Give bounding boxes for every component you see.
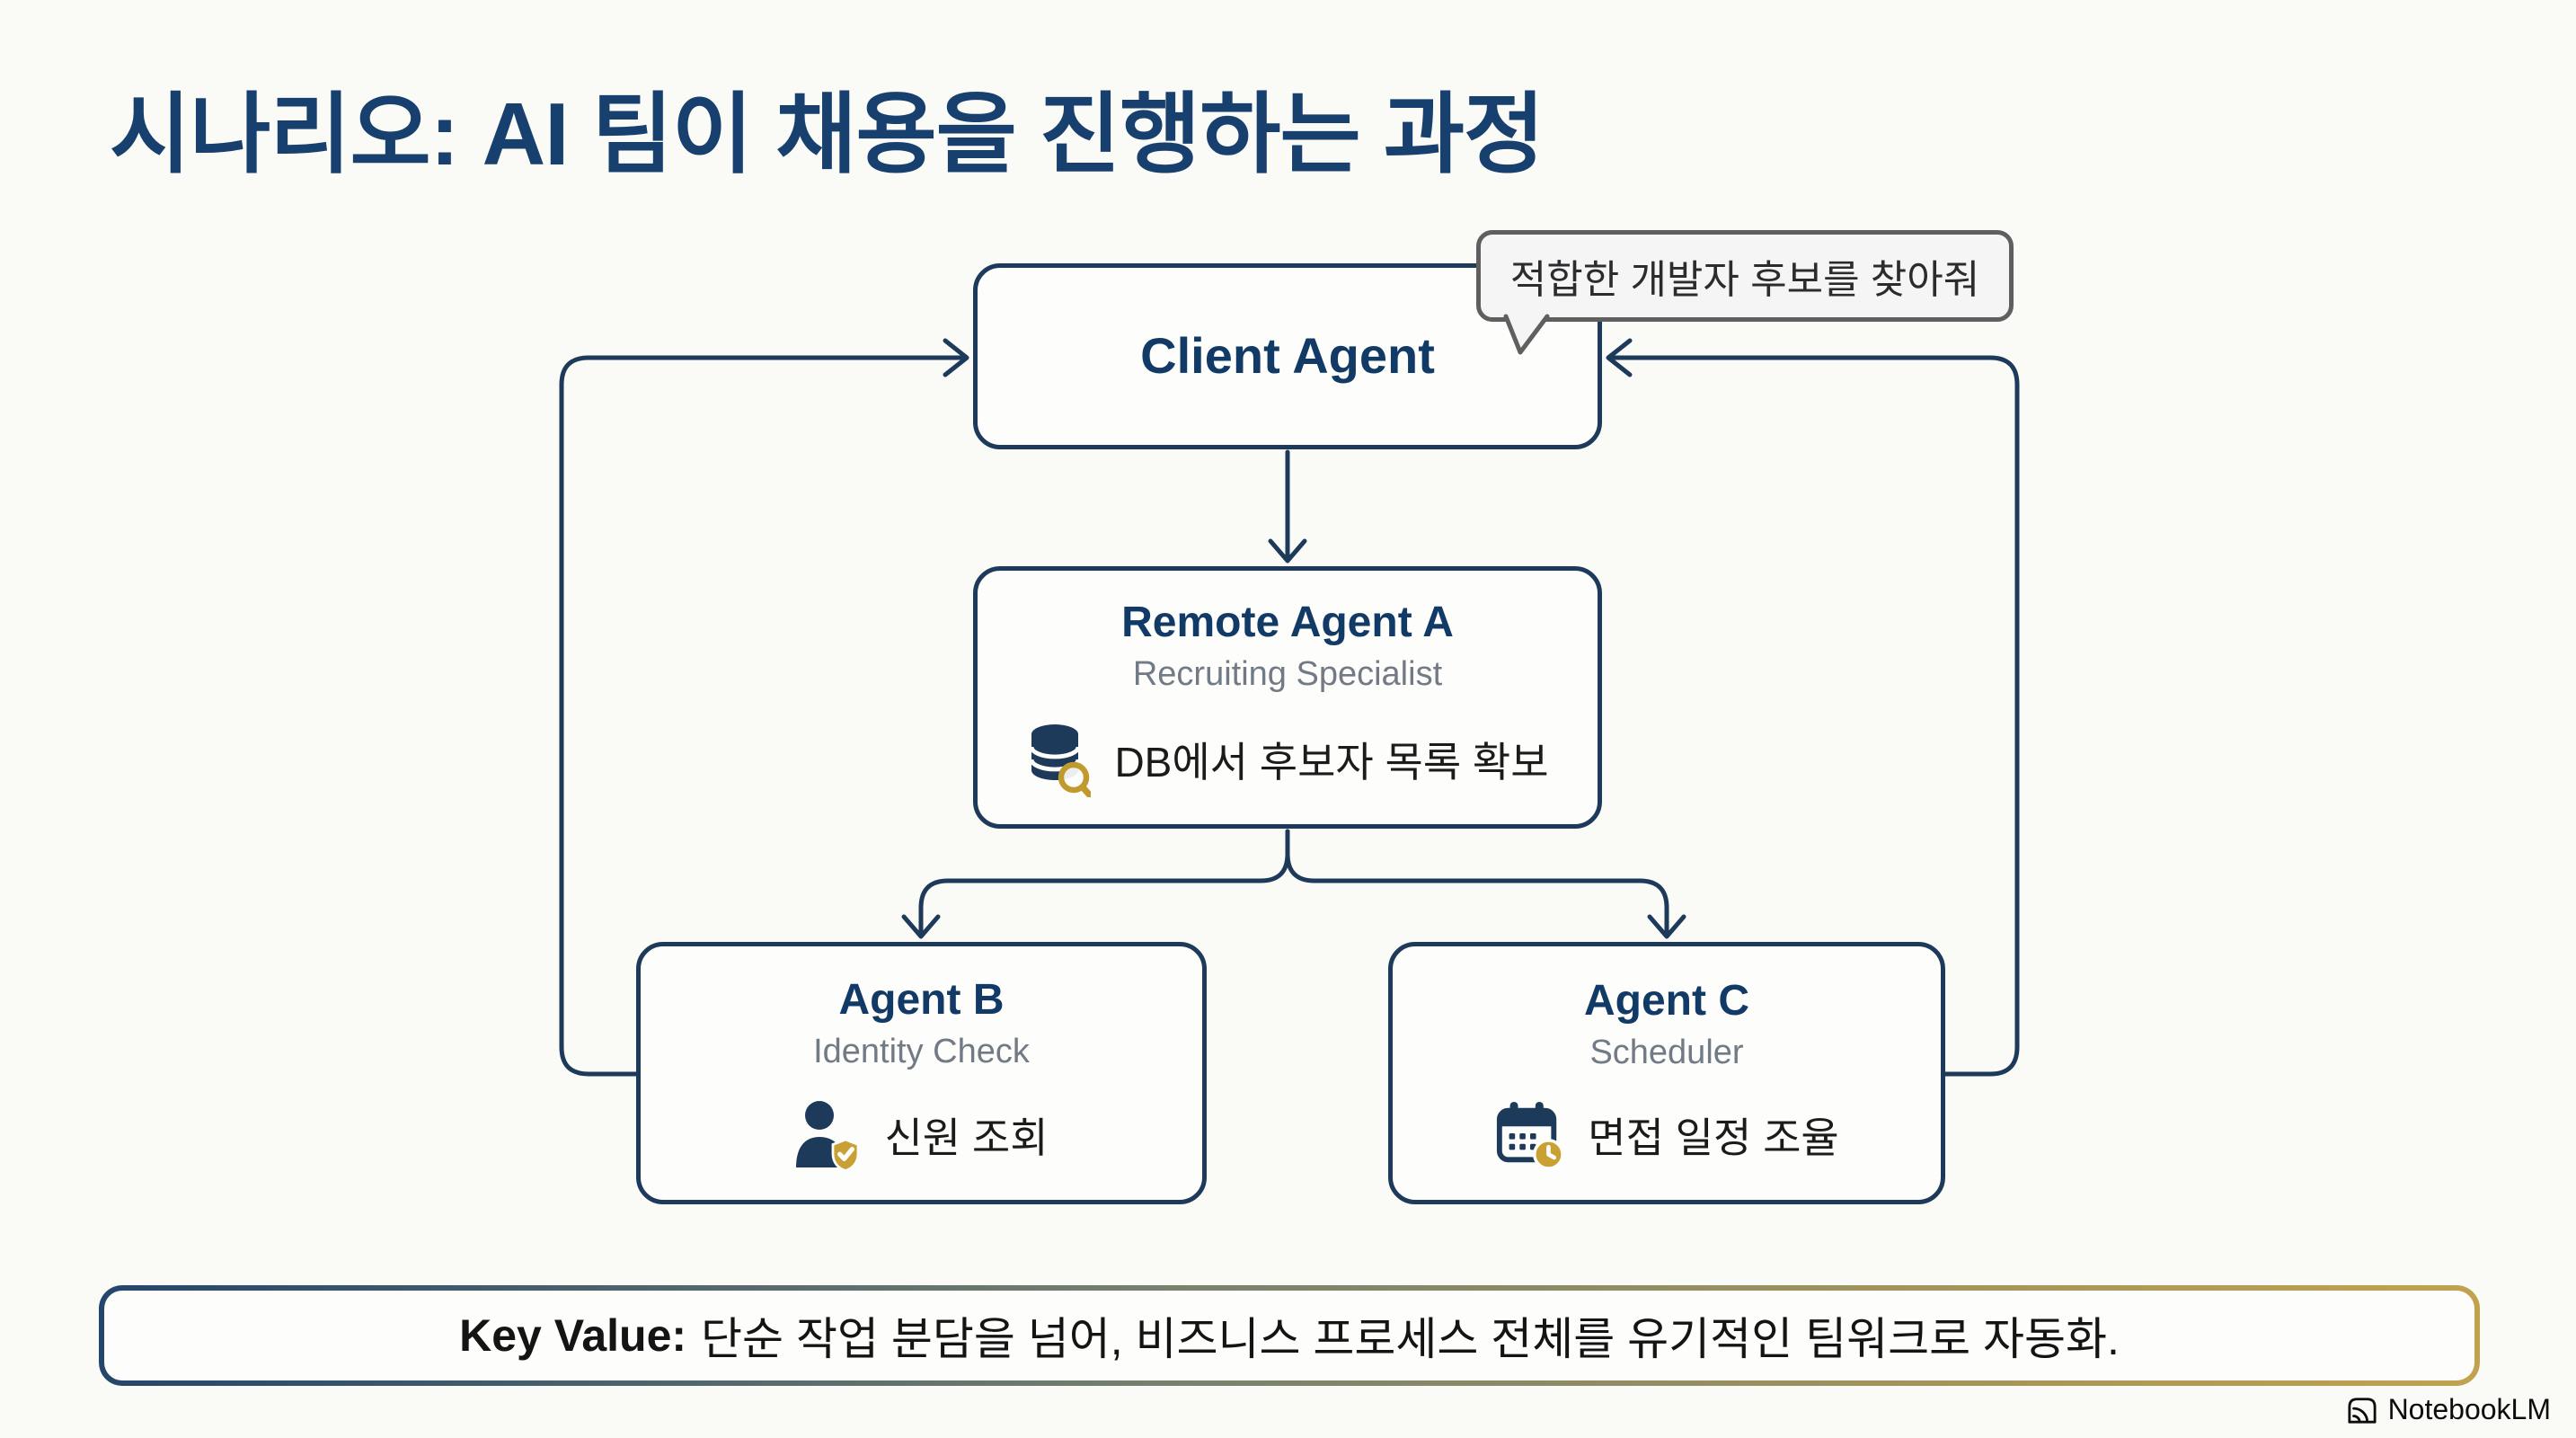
agent-c-task-row: 면접 일정 조율 xyxy=(1494,1100,1839,1171)
speech-bubble: 적합한 개발자 후보를 찾아줘 xyxy=(1476,230,2014,322)
notebooklm-icon xyxy=(2348,1397,2377,1424)
arrowhead-down-remote-a xyxy=(1268,538,1307,564)
calendar-clock-icon xyxy=(1497,1102,1565,1171)
node-remote-agent-a: Remote Agent A Recruiting Specialist DB에… xyxy=(973,566,1602,829)
agent-b-title: Agent B xyxy=(838,975,1005,1024)
remote-agent-a-task: DB에서 후보자 목록 확보 xyxy=(1114,739,1549,786)
agent-b-task: 신원 조회 xyxy=(884,1114,1049,1162)
database-search-icon xyxy=(1030,724,1092,798)
key-value-banner: Key Value: 단순 작업 분담을 넘어, 비즈니스 프로세스 전체를 유… xyxy=(99,1285,2480,1386)
agent-c-task: 면접 일정 조율 xyxy=(1588,1114,1839,1162)
key-value-label: Key Value: xyxy=(459,1310,687,1361)
page-title: 시나리오: AI 팀이 채용을 진행하는 과정 xyxy=(110,84,1545,183)
arrowhead-left-client xyxy=(1606,338,1633,377)
key-value-banner-inner: Key Value: 단순 작업 분담을 넘어, 비즈니스 프로세스 전체를 유… xyxy=(104,1291,2474,1380)
speech-bubble-text: 적합한 개발자 후보를 찾아줘 xyxy=(1509,258,1980,302)
agent-b-task-row: 신원 조회 xyxy=(794,1099,1049,1172)
edge-remote-a-to-agent-b xyxy=(918,829,1290,937)
arrowhead-down-agent-b xyxy=(901,914,941,939)
arrowhead-down-agent-c xyxy=(1647,914,1686,939)
client-agent-title: Client Agent xyxy=(1140,327,1435,385)
agent-c-title: Agent C xyxy=(1584,976,1749,1025)
agent-b-subtitle: Identity Check xyxy=(813,1032,1030,1070)
agent-c-subtitle: Scheduler xyxy=(1589,1033,1744,1071)
arrowhead-right-client xyxy=(943,338,969,377)
person-check-icon xyxy=(796,1101,860,1172)
footer-brand-text: NotebookLM xyxy=(2387,1393,2551,1425)
key-value-text: 단순 작업 분담을 넘어, 비즈니스 프로세스 전체를 유기적인 팀워크로 자동… xyxy=(701,1314,2120,1364)
node-agent-b: Agent B Identity Check 신원 조회 xyxy=(636,942,1207,1204)
edge-remote-a-to-agent-c xyxy=(1285,829,1669,937)
remote-agent-a-subtitle: Recruiting Specialist xyxy=(1132,654,1443,693)
remote-agent-a-title: Remote Agent A xyxy=(1121,598,1454,646)
remote-agent-a-task-row: DB에서 후보자 목록 확보 xyxy=(1026,722,1549,798)
footer-brand: NotebookLM xyxy=(2345,1393,2551,1426)
node-agent-c: Agent C Scheduler 면접 일정 조율 xyxy=(1388,942,1945,1204)
